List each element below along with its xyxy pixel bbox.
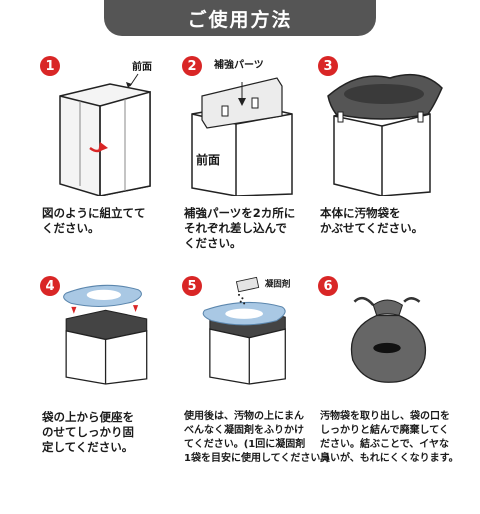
page-title: ご使用方法 (104, 0, 376, 36)
step-6-illustration (350, 296, 427, 383)
step-number-5: 5 (182, 276, 202, 296)
step-1-illustration: 前面 (59, 60, 152, 196)
step-2-parts-label: 補強パーツ (213, 58, 264, 71)
step-2-illustration: 補強パーツ 前面 (191, 58, 293, 196)
step-5-solidifier-label: 凝固剤 (265, 277, 291, 289)
step-number-3: 3 (318, 56, 338, 76)
step-4: 4 袋の上から便座を のせてしっかり固 定してください。 (40, 276, 190, 514)
step-3-caption: 本体に汚物袋を かぶせてください。 (320, 206, 424, 235)
step-5-illustration: 凝固剤 (202, 276, 291, 385)
step-6-caption: 汚物袋を取り出し、袋の口を しっかりと結んで廃棄してく ださい。結ぶことで、イヤ… (320, 411, 459, 464)
step-3: 3 本体に汚物袋を かぶせてください。 (318, 56, 468, 294)
step-3-illustration (327, 73, 443, 196)
step-2-front-label: 前面 (196, 152, 220, 167)
step-1-caption: 図のように組立てて ください。 (42, 206, 146, 235)
step-6: 6 汚物袋を取り出し、袋の口を しっかりと結んで廃棄してく ださい。結ぶことで、… (318, 276, 468, 514)
step-1: 前面 1 図のように組立てて ください。 (40, 56, 190, 294)
step-2-caption: 補強パーツを2カ所に それぞれ差し込んで ください。 (184, 206, 296, 250)
step-number-6: 6 (318, 276, 338, 296)
step-number-1: 1 (40, 56, 60, 76)
step-number-4: 4 (40, 276, 60, 296)
step-2: 補強パーツ 前面 2 補強パーツを2カ所に それぞれ差し込んで ください。 (182, 56, 332, 294)
step-1-front-label: 前面 (132, 60, 152, 73)
step-number-2: 2 (182, 56, 202, 76)
step-5: 凝固剤 5 使用後は、汚物の上にまん べんなく凝固剤をふりかけ てください。(1… (182, 276, 332, 514)
step-4-illustration (63, 284, 148, 385)
step-4-caption: 袋の上から便座を のせてしっかり固 定してください。 (42, 410, 134, 454)
step-5-caption: 使用後は、汚物の上にまん べんなく凝固剤をふりかけ てください。(1回に凝固剤 … (184, 411, 330, 464)
